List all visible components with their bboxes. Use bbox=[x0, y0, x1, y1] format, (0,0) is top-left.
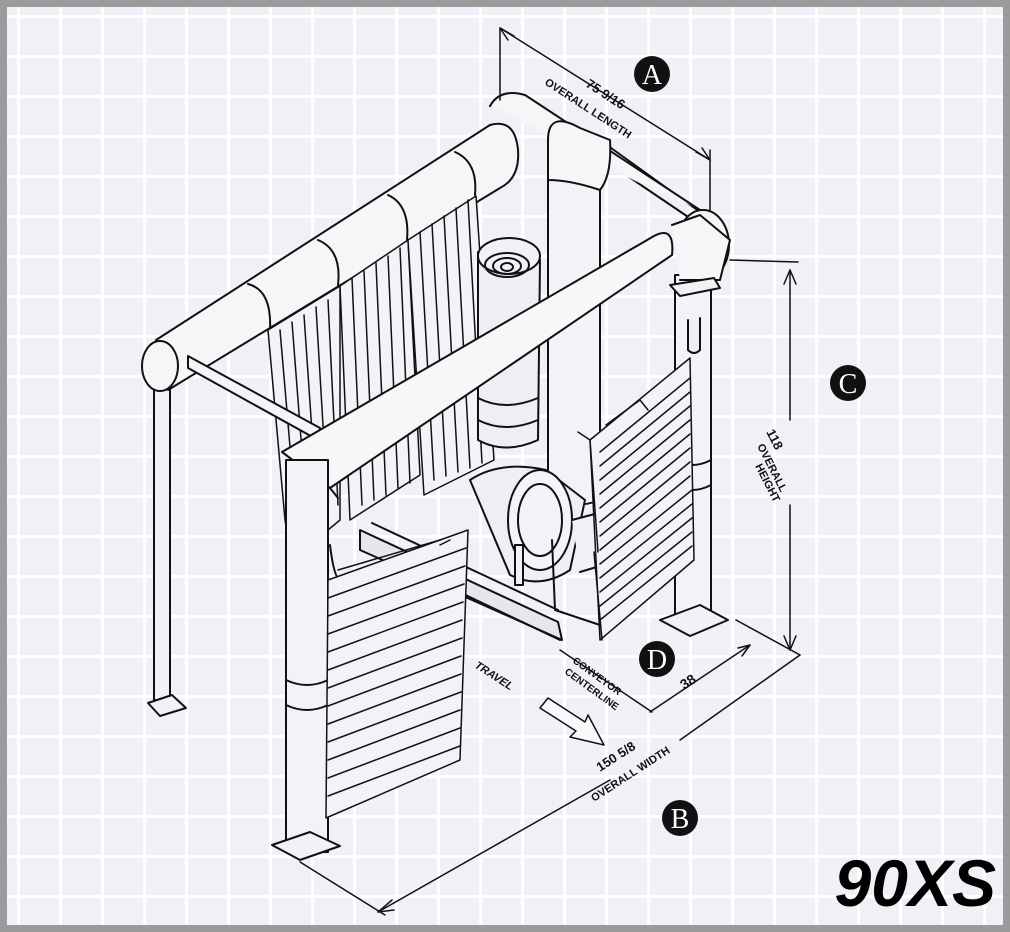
marker-c: C bbox=[830, 365, 866, 401]
conveyor-offset-value: 38 bbox=[677, 670, 699, 692]
dimension-line-width bbox=[299, 654, 801, 916]
svg-text:C: C bbox=[839, 369, 858, 400]
dimension-line-length bbox=[499, 27, 711, 211]
left-top-tube bbox=[141, 122, 520, 392]
front-top-tube bbox=[281, 209, 731, 499]
marker-a: A bbox=[634, 56, 670, 92]
svg-text:B: B bbox=[671, 804, 690, 835]
dimension-line-conveyor bbox=[559, 644, 751, 713]
dimension-line-height bbox=[729, 259, 801, 656]
svg-text:A: A bbox=[642, 60, 663, 91]
marker-d: D bbox=[639, 641, 675, 677]
model-name: 90XS bbox=[835, 846, 996, 920]
svg-text:D: D bbox=[647, 645, 667, 676]
front-left-curtain-flap bbox=[325, 529, 469, 819]
right-curtain-flap bbox=[577, 357, 695, 641]
travel-arrow-icon bbox=[539, 697, 605, 746]
marker-b: B bbox=[662, 800, 698, 836]
left-front-leg bbox=[147, 377, 187, 717]
travel-label: TRAVEL bbox=[472, 659, 515, 693]
front-left-column bbox=[271, 459, 341, 861]
